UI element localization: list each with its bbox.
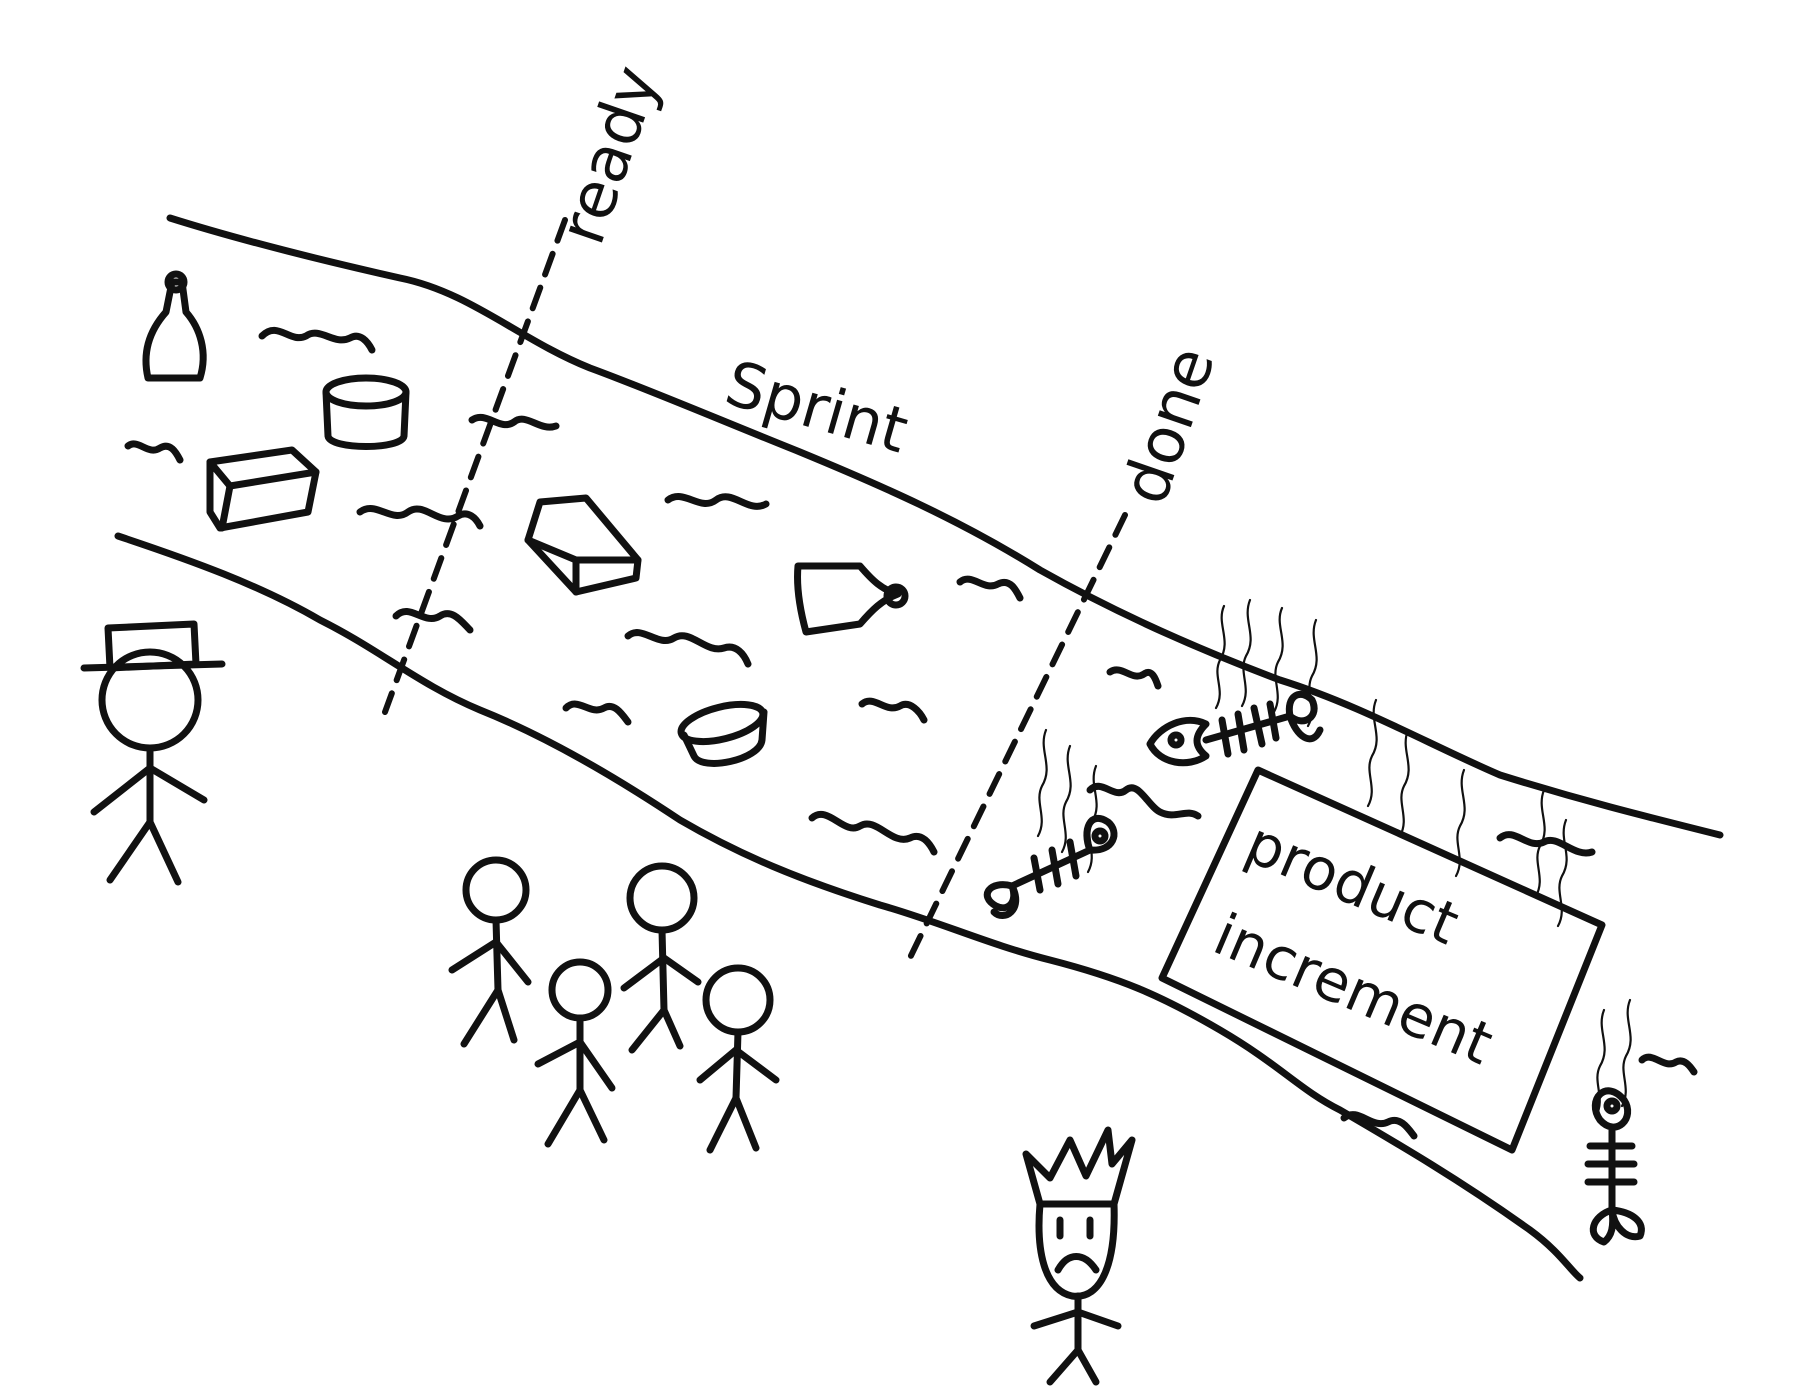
product-increment-box: product increment: [1158, 766, 1606, 1154]
river-upper-bank: [166, 214, 1724, 839]
river-lower-bank: [114, 532, 1584, 1282]
stick-figure: [534, 958, 616, 1148]
fish-skeleton-icon: [983, 814, 1118, 919]
can-icon: [322, 374, 410, 450]
sad-king-figure: [1022, 1126, 1136, 1386]
bottle-icon: [142, 270, 207, 382]
fish-skeleton-icon: [1146, 691, 1324, 767]
ready-line: [382, 217, 568, 715]
box-icon: [206, 446, 320, 532]
label-done: done: [1108, 338, 1230, 513]
stick-figure: [620, 862, 702, 1054]
label-ready: ready: [545, 57, 674, 253]
label-sprint: Sprint: [718, 346, 916, 467]
stick-figure-with-hat: [80, 620, 226, 886]
stick-figure: [696, 964, 780, 1154]
stick-figure: [448, 856, 532, 1048]
water-ripples: [124, 326, 1698, 1140]
box-icon: [524, 494, 642, 596]
can-icon: [677, 700, 768, 767]
bottle-icon: [794, 562, 909, 636]
team-stick-figures: [448, 856, 780, 1154]
fish-skeleton-icon: [1584, 1087, 1645, 1246]
done-line: [902, 512, 1128, 971]
